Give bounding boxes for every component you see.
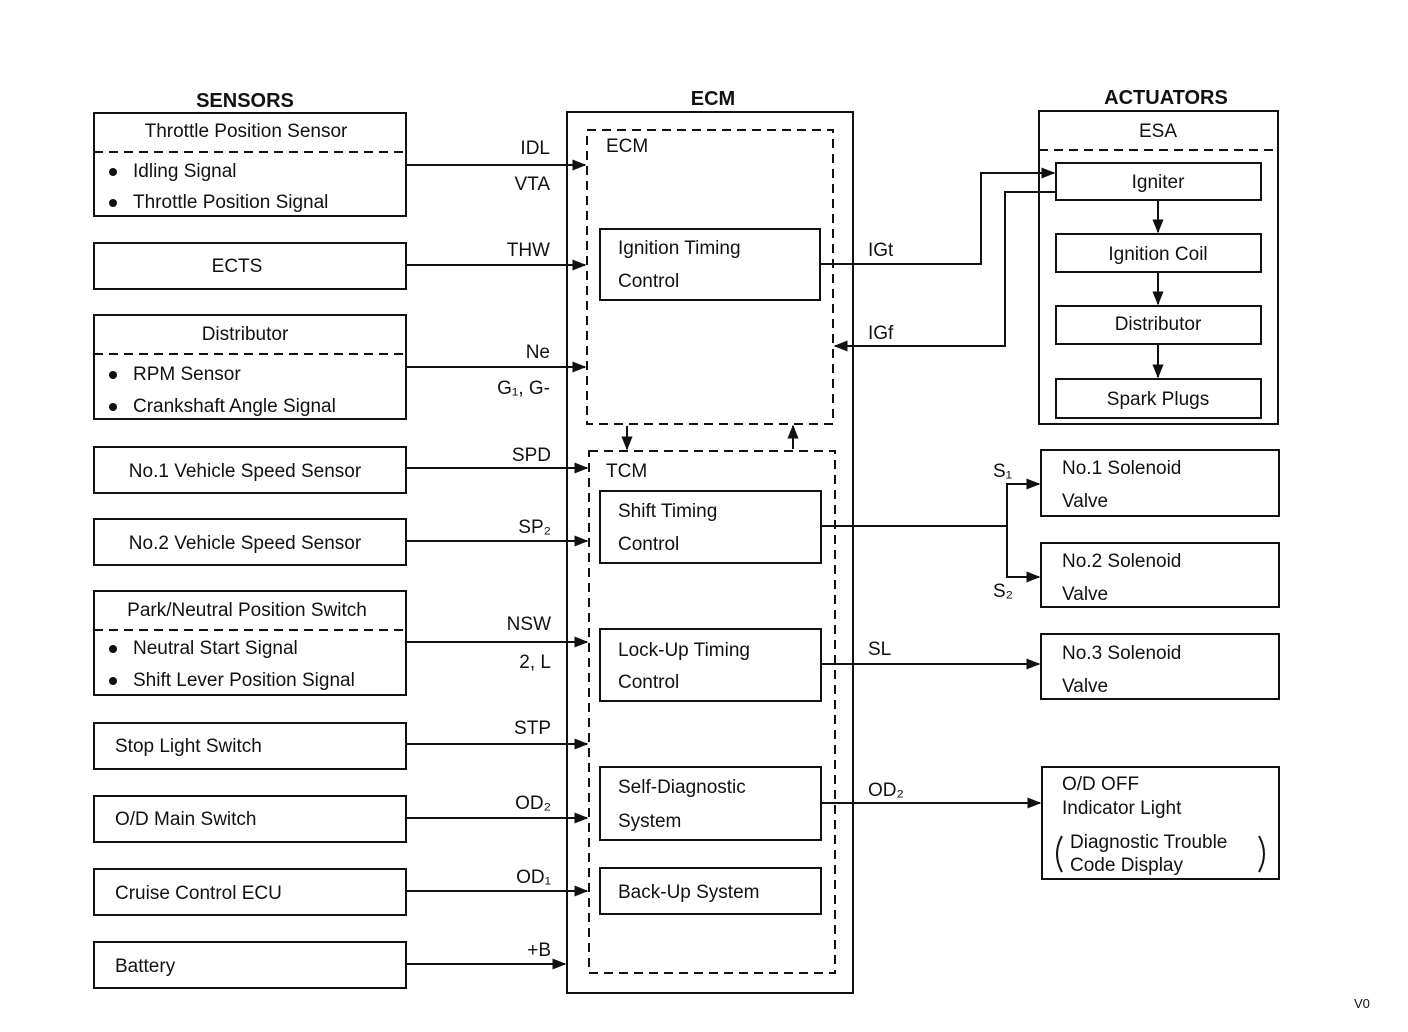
block-line: Control	[618, 271, 679, 292]
sensor-distributor: Distributor RPM Sensor Crankshaft Angle …	[93, 314, 407, 420]
esa-distributor-box	[1055, 305, 1262, 345]
signal-sp2: SP₂	[518, 517, 551, 538]
sensor-title: ECTS	[212, 256, 263, 277]
signal-od1: OD₁	[516, 867, 551, 888]
shift-timing-control: Shift Timing Control	[599, 490, 822, 564]
ecm-inner-box	[586, 129, 834, 425]
block-line: Ignition Timing	[618, 238, 741, 259]
signal-ne: Ne	[526, 342, 550, 363]
ecm-header: ECM	[691, 88, 735, 110]
block-line: No.2 Solenoid	[1062, 551, 1181, 572]
signal-sl: SL	[868, 639, 891, 660]
block-line: No.3 Solenoid	[1062, 643, 1181, 664]
signal-igf: IGf	[868, 323, 894, 344]
ecm-inner-label: ECM	[606, 136, 648, 157]
output-lines: IGt IGf S₁ S₂ SL OD₂	[820, 167, 1056, 809]
sensor-vehicle-speed-2: No.2 Vehicle Speed Sensor	[93, 518, 407, 566]
sensor-ects: ECTS	[93, 242, 407, 290]
spark-plugs-label: Spark Plugs	[1107, 389, 1209, 410]
signal-plus-b: +B	[527, 940, 551, 961]
sensor-park-neutral-switch: Park/Neutral Position Switch Neutral Sta…	[93, 590, 407, 696]
sensor-cruise-control-ecu: Cruise Control ECU	[93, 868, 407, 916]
sensor-title: Cruise Control ECU	[115, 883, 282, 904]
tcm-box	[588, 450, 836, 974]
block-line: Valve	[1062, 491, 1108, 512]
tcm-label: TCM	[606, 461, 647, 482]
esa-distributor-label: Distributor	[1115, 314, 1202, 335]
sensor-item: Shift Lever Position Signal	[133, 670, 355, 691]
signal-thw: THW	[507, 240, 550, 261]
block-line: Indicator Light	[1062, 798, 1182, 819]
paren-left	[1056, 835, 1063, 873]
signal-stp: STP	[514, 718, 551, 739]
sensor-vehicle-speed-1: No.1 Vehicle Speed Sensor	[93, 446, 407, 494]
actuator-solenoid-3: No.3 Solenoid Valve	[1040, 633, 1280, 700]
sensor-title: O/D Main Switch	[115, 809, 256, 830]
sensor-item: Neutral Start Signal	[133, 638, 298, 659]
sensor-title: No.1 Vehicle Speed Sensor	[129, 461, 362, 482]
backup-system: Back-Up System	[599, 867, 822, 915]
sensor-stop-light-switch: Stop Light Switch	[93, 722, 407, 770]
block-line: Control	[618, 534, 679, 555]
signal-od2-in: OD₂	[515, 793, 551, 814]
signal-2l: 2, L	[519, 652, 551, 673]
block-line: O/D OFF	[1062, 774, 1139, 795]
sensor-item: Idling Signal	[133, 161, 237, 182]
ignition-coil-label: Ignition Coil	[1108, 244, 1207, 265]
corner-code: V0	[1354, 996, 1370, 1011]
block-line: Diagnostic Trouble	[1070, 832, 1227, 853]
sensor-title: No.2 Vehicle Speed Sensor	[129, 533, 362, 554]
block-line: Code Display	[1070, 855, 1183, 876]
spark-plugs-box	[1055, 378, 1262, 419]
sensor-item: Crankshaft Angle Signal	[133, 396, 336, 417]
sensor-item: RPM Sensor	[133, 364, 241, 385]
actuator-solenoid-1: No.1 Solenoid Valve	[1040, 449, 1280, 517]
actuator-solenoid-2: No.2 Solenoid Valve	[1040, 542, 1280, 608]
sensor-throttle-position: Throttle Position Sensor Idling Signal T…	[93, 112, 407, 217]
sensor-title: Park/Neutral Position Switch	[127, 600, 367, 621]
signal-vta: VTA	[514, 174, 550, 195]
block-line: Shift Timing	[618, 501, 717, 522]
ignition-timing-control: Ignition Timing Control	[599, 228, 821, 301]
block-line: Back-Up System	[618, 882, 759, 903]
block-line: Control	[618, 672, 679, 693]
signal-od2-out: OD₂	[868, 780, 904, 801]
signal-nsw: NSW	[507, 614, 551, 635]
sensor-od-main-switch: O/D Main Switch	[93, 795, 407, 843]
block-line: Valve	[1062, 584, 1108, 605]
block-line: No.1 Solenoid	[1062, 458, 1181, 479]
ignition-coil-box	[1055, 233, 1262, 273]
signal-s2: S₂	[993, 581, 1013, 602]
signal-idl: IDL	[520, 138, 550, 159]
block-line: Self-Diagnostic	[618, 777, 746, 798]
signal-s1: S₁	[993, 461, 1012, 482]
lockup-timing-control: Lock-Up Timing Control	[599, 628, 822, 702]
sensor-title: Distributor	[202, 324, 289, 345]
block-line: Valve	[1062, 676, 1108, 697]
signal-igt: IGt	[868, 240, 894, 261]
esa-label: ESA	[1139, 121, 1177, 142]
sensor-title: Stop Light Switch	[115, 736, 262, 757]
sensor-battery: Battery	[93, 941, 407, 989]
actuator-od-off-indicator: O/D OFF Indicator Light Diagnostic Troub…	[1041, 766, 1280, 880]
input-lines: IDL VTA THW Ne G₁, G- SPD SP₂ NSW 2, L S…	[406, 138, 589, 970]
sensors-header: SENSORS	[196, 90, 294, 112]
sensor-title: Battery	[115, 956, 176, 977]
actuator-esa: ESA Igniter Ignition Coil Distributor Sp…	[1038, 110, 1279, 425]
self-diagnostic-system: Self-Diagnostic System	[599, 766, 822, 841]
sensor-item: Throttle Position Signal	[133, 192, 328, 213]
block-line: System	[618, 811, 681, 832]
paren-right	[1258, 835, 1265, 873]
signal-spd: SPD	[512, 445, 551, 466]
signal-g: G₁, G-	[497, 378, 550, 399]
actuators-header: ACTUATORS	[1104, 87, 1228, 109]
sensor-title: Throttle Position Sensor	[145, 121, 348, 142]
igniter-label: Igniter	[1132, 172, 1185, 193]
block-line: Lock-Up Timing	[618, 640, 750, 661]
